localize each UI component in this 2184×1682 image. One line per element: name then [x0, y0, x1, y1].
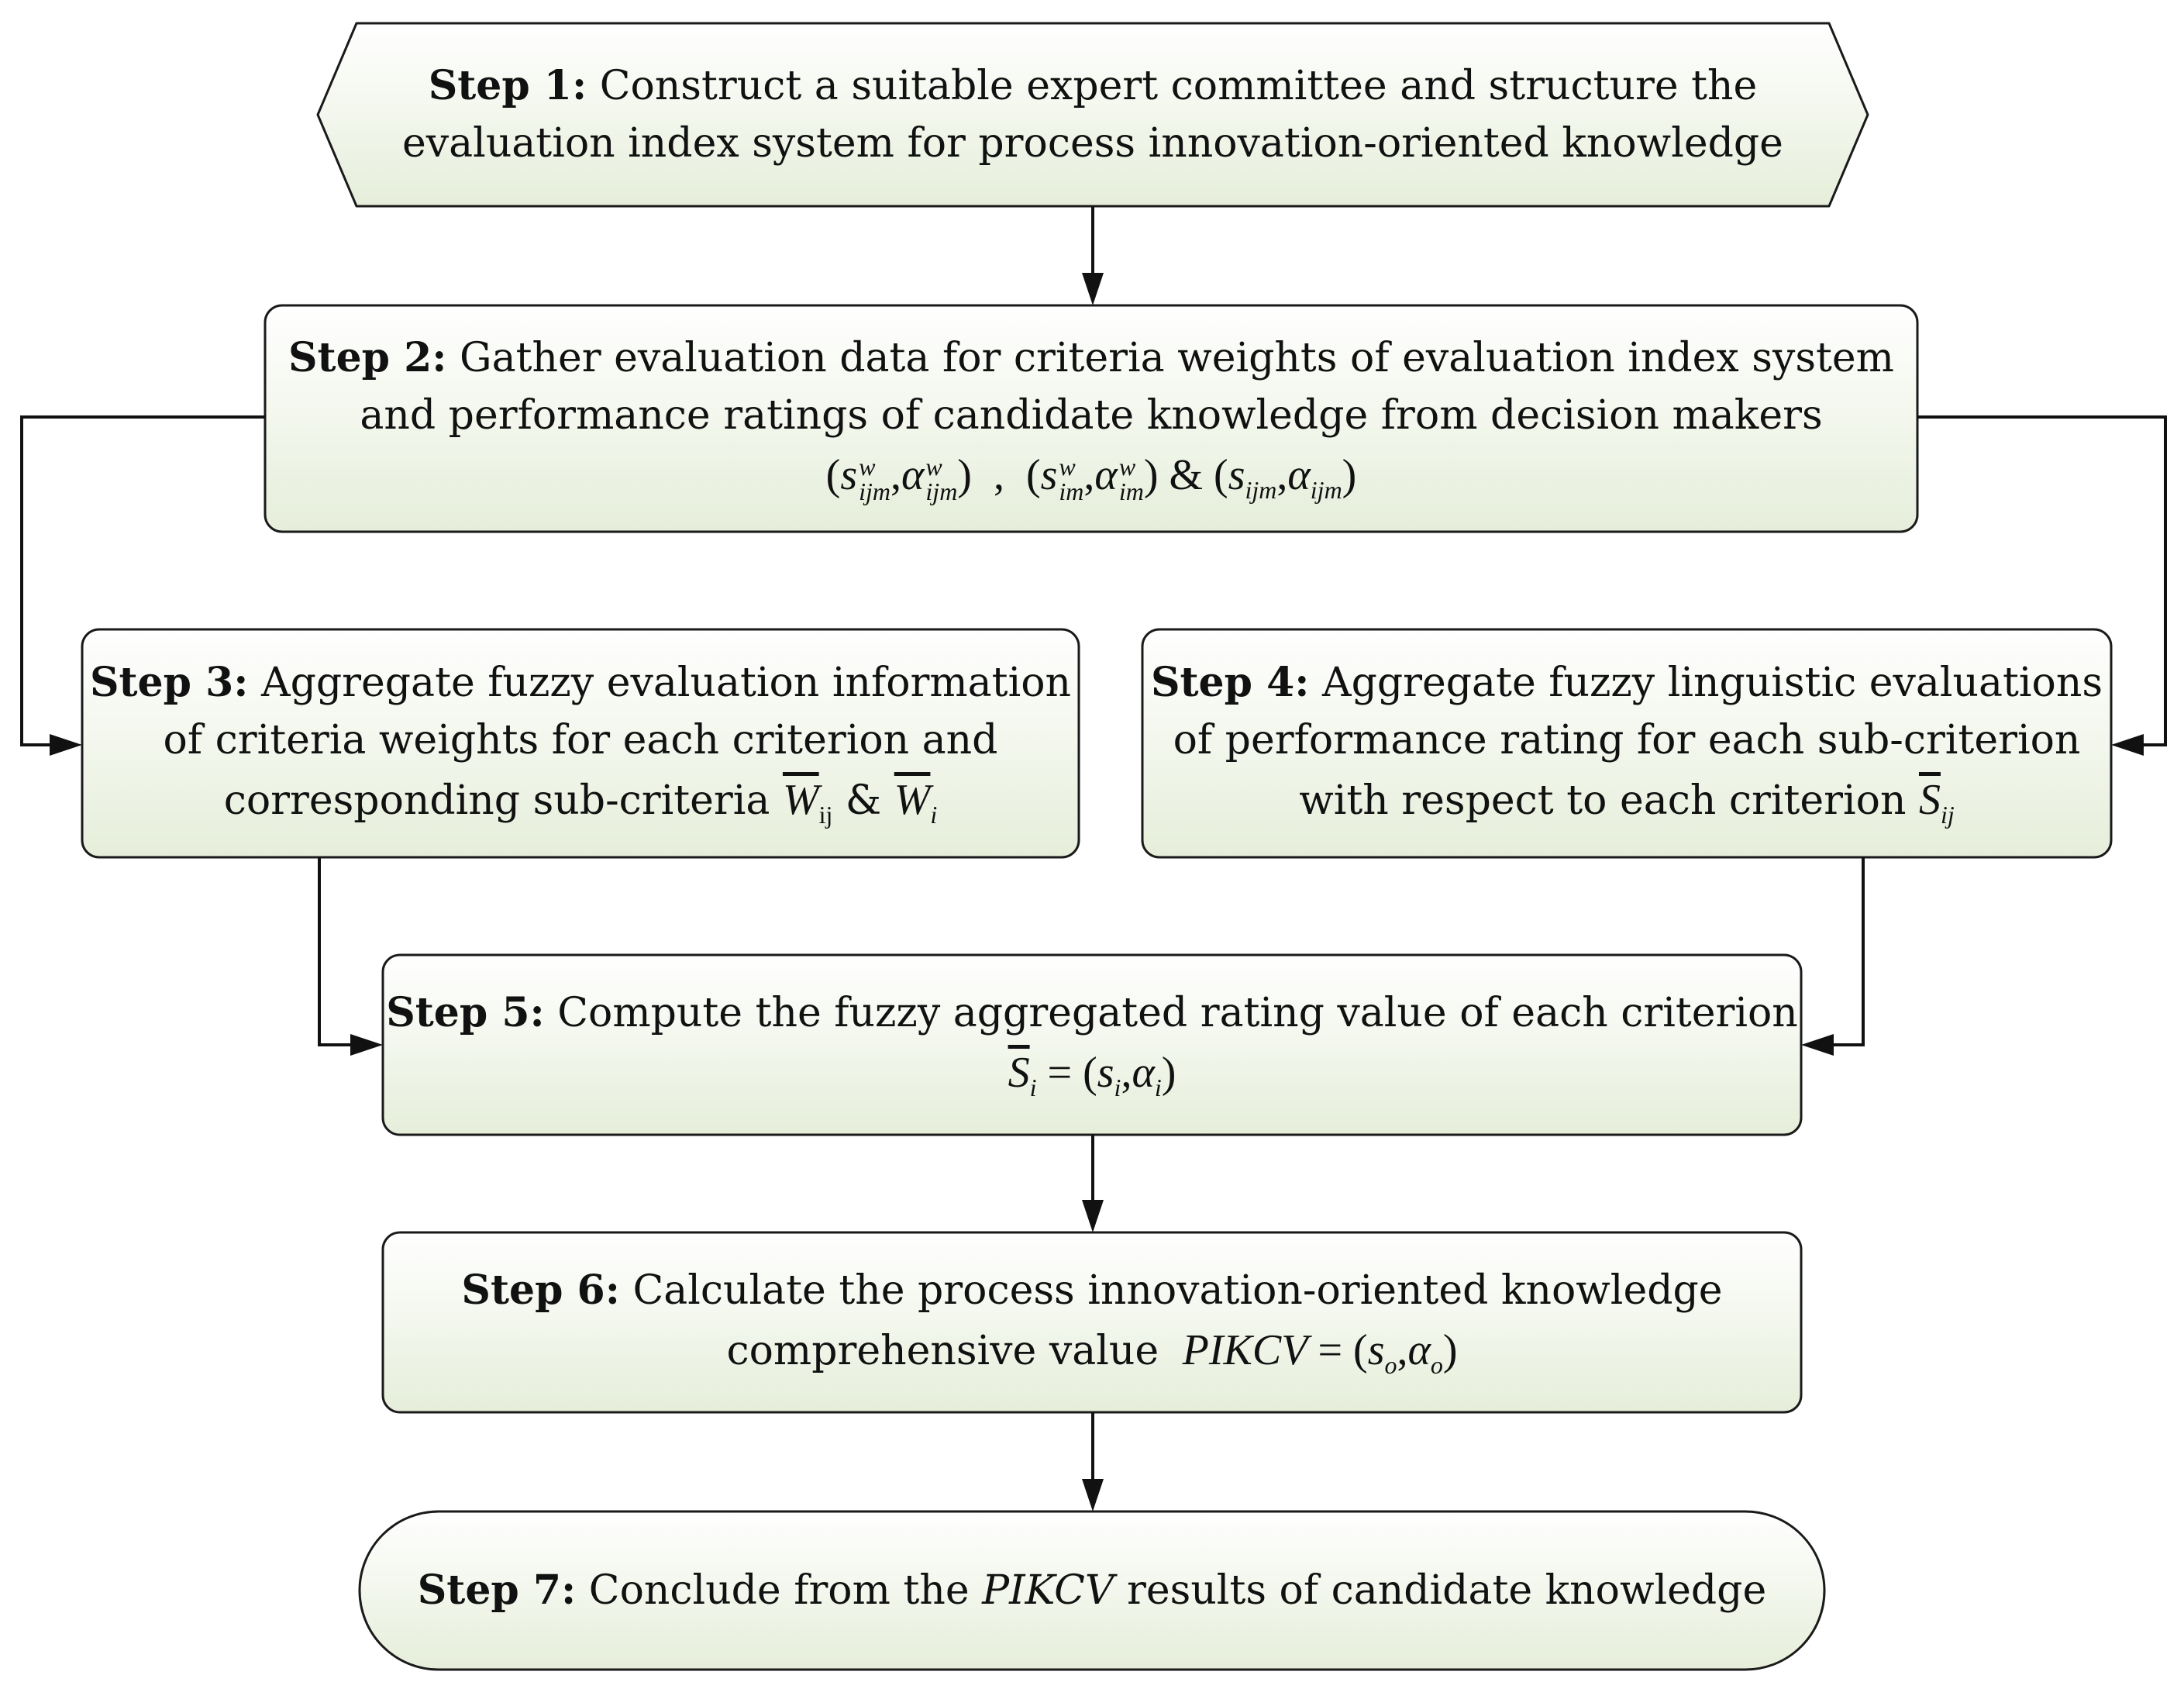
step-4-formula: Sij — [1918, 775, 1955, 829]
connector-2-4 — [1917, 415, 2167, 746]
step-4-shape — [1141, 628, 2113, 859]
step-6-text-line1: Calculate the process innovation-oriente… — [632, 1267, 1723, 1314]
step-1-text-line2: evaluation index system for process inno… — [402, 119, 1783, 167]
step-5-node: Step 5: Compute the fuzzy aggregated rat… — [383, 955, 1801, 1135]
step-7-text-a: Conclude from the — [588, 1567, 970, 1614]
step-1-node: Step 1: Construct a suitable expert comm… — [333, 23, 1852, 206]
step-7-label: Step 7: — [417, 1566, 577, 1614]
step-1-label: Step 1: — [428, 61, 587, 109]
step-4-text-line1: Aggregate fuzzy linguistic evaluations — [1322, 659, 2103, 706]
arrowhead-2-3 — [50, 734, 82, 756]
step-7-text-b: results of candidate knowledge — [1127, 1567, 1767, 1614]
arrowhead-3-5 — [350, 1034, 383, 1056]
step-4-label: Step 4: — [1150, 658, 1310, 706]
arrowhead-5-6 — [1082, 1200, 1104, 1232]
step-6-formula: PIKCV = (so,αo) — [1182, 1325, 1458, 1379]
arrowhead-6-7 — [1082, 1479, 1104, 1511]
step-6-label: Step 6: — [461, 1266, 620, 1314]
step-7-pikcv: PIKCV — [982, 1567, 1114, 1614]
step-3-text-line2: of criteria weights for each criterion a… — [163, 716, 998, 763]
connector-2-3 — [20, 415, 265, 746]
arrowhead-4-5 — [1801, 1034, 1834, 1056]
step-1-text-line1: Construct a suitable expert committee an… — [599, 62, 1758, 109]
step-7-shape — [358, 1510, 1826, 1671]
step-2-text-line1: Gather evaluation data for criteria weig… — [460, 334, 1894, 381]
step-3-formula: Wij — [782, 775, 833, 829]
step-6-text-line2: comprehensive value — [726, 1327, 1159, 1374]
step-5-text-line1: Compute the fuzzy aggregated rating valu… — [557, 989, 1798, 1036]
step-3-text-line1: Aggregate fuzzy evaluation information — [261, 659, 1071, 706]
step-3-shape — [81, 628, 1080, 859]
step-7-node: Step 7: Conclude from the PIKCV results … — [360, 1511, 1824, 1670]
step-6-node: Step 6: Calculate the process innovation… — [383, 1232, 1801, 1412]
step-1-shape — [316, 22, 1869, 208]
connector-4-5 — [1832, 857, 1865, 1046]
step-3-node: Step 3: Aggregate fuzzy evaluation infor… — [89, 658, 1071, 829]
step-4-text-line3: with respect to each criterion — [1299, 777, 1907, 824]
arrowhead-2-4 — [2111, 734, 2144, 756]
step-2-label: Step 2: — [288, 333, 447, 381]
step-5-formula: Si = (si,αi) — [1008, 1048, 1176, 1101]
step-2-node: Step 2: Gather evaluation data for crite… — [265, 305, 1917, 532]
step-2-text-line2: and performance ratings of candidate kno… — [360, 391, 1823, 439]
step-4-node: Step 4: Aggregate fuzzy linguistic evalu… — [1142, 629, 2111, 857]
step-4-text-line2: of performance rating for each sub-crite… — [1173, 716, 2081, 763]
step-3-text-line3: corresponding sub-criteria — [223, 777, 770, 824]
step-5-label: Step 5: — [386, 988, 545, 1036]
step-3-label: Step 3: — [89, 658, 249, 706]
connector-3-5 — [318, 857, 352, 1046]
arrowhead-1-2 — [1082, 273, 1104, 305]
